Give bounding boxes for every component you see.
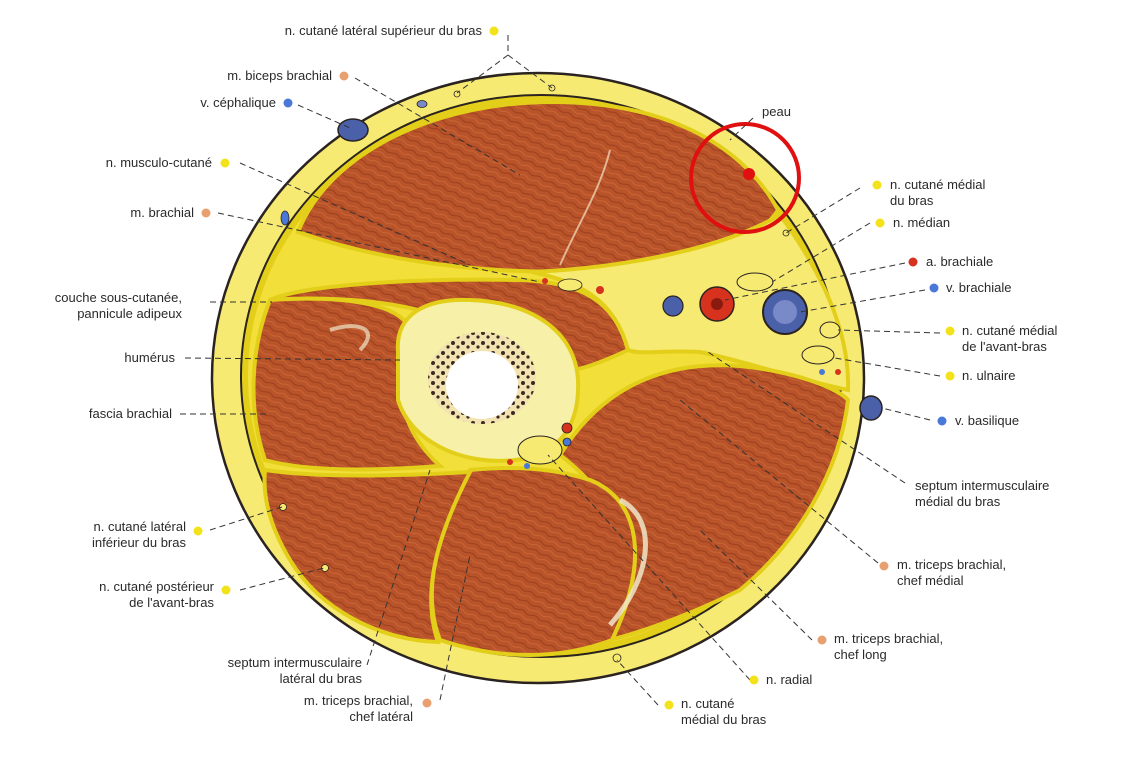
label-triceps-long-1: m. triceps brachial, bbox=[834, 631, 943, 646]
label-cutane-medial-bras-bas-1: n. cutané bbox=[681, 696, 735, 711]
label-radial: n. radial bbox=[766, 672, 812, 687]
triceps-lateral-head bbox=[262, 467, 474, 645]
medial-cutaneous-forearm-nerve bbox=[819, 321, 841, 339]
label-couche-sous-cutanee: couche sous-cutanée, bbox=[55, 290, 182, 305]
label-triceps-medial-2: chef médial bbox=[897, 573, 964, 588]
brachial-vein-small bbox=[662, 295, 684, 317]
label-musculo-cutane: n. musculo-cutané bbox=[106, 155, 212, 170]
label-septum-lateral-1: septum intermusculaire bbox=[228, 655, 362, 670]
highlight-circle bbox=[689, 122, 801, 234]
label-triceps-lateral-2: chef latéral bbox=[349, 709, 413, 724]
cephalic-vein bbox=[337, 118, 369, 142]
label-cutane-medial-bras-bas-2: médial du bras bbox=[681, 712, 767, 727]
basilic-vein bbox=[859, 395, 883, 421]
median-nerve bbox=[736, 272, 774, 292]
ulnar-nerve bbox=[801, 345, 835, 365]
label-septum-lateral-2: latéral du bras bbox=[280, 671, 363, 686]
triceps-long-head bbox=[429, 466, 638, 657]
label-septum-medial-2: médial du bras bbox=[915, 494, 1001, 509]
highlight-dot bbox=[743, 168, 755, 180]
label-v-brachiale: v. brachiale bbox=[946, 280, 1012, 295]
label-cutane-posterieur-2: de l'avant-bras bbox=[129, 595, 214, 610]
humerus-marrow bbox=[446, 351, 518, 419]
label-humerus: humérus bbox=[124, 350, 175, 365]
label-cutane-lateral-superieur: n. cutané latéral supérieur du bras bbox=[285, 23, 483, 38]
label-triceps-long-2: chef long bbox=[834, 647, 887, 662]
label-triceps-lateral-1: m. triceps brachial, bbox=[304, 693, 413, 708]
radial-nerve-bundle bbox=[517, 435, 563, 465]
label-brachial-muscle: m. brachial bbox=[130, 205, 194, 220]
label-pannicule-adipeux: pannicule adipeux bbox=[77, 306, 182, 321]
label-biceps: m. biceps brachial bbox=[227, 68, 332, 83]
label-cutane-lateral-inferieur-2: inférieur du bras bbox=[92, 535, 186, 550]
label-basilique: v. basilique bbox=[955, 413, 1019, 428]
label-cutane-medial-bras-2: du bras bbox=[890, 193, 934, 208]
label-cutane-medial-avant-bras-1: n. cutané médial bbox=[962, 323, 1058, 338]
label-fascia-brachial: fascia brachial bbox=[89, 406, 172, 421]
label-cutane-lateral-inferieur-1: n. cutané latéral bbox=[93, 519, 186, 534]
label-cutane-medial-bras-1: n. cutané médial bbox=[890, 177, 986, 192]
label-a-brachiale: a. brachiale bbox=[926, 254, 993, 269]
label-peau: peau bbox=[762, 104, 791, 119]
label-cephalique: v. céphalique bbox=[200, 95, 276, 110]
label-ulnaire: n. ulnaire bbox=[962, 368, 1015, 383]
label-dots bbox=[193, 26, 955, 710]
leader-lines bbox=[180, 35, 941, 706]
label-septum-medial-1: septum intermusculaire bbox=[915, 478, 1049, 493]
label-triceps-medial-1: m. triceps brachial, bbox=[897, 557, 1006, 572]
label-cutane-medial-avant-bras-2: de l'avant-bras bbox=[962, 339, 1047, 354]
neurovascular-fat bbox=[531, 212, 851, 393]
label-median: n. médian bbox=[893, 215, 950, 230]
label-cutane-posterieur-1: n. cutané postérieur bbox=[99, 579, 215, 594]
biceps-muscle bbox=[295, 99, 781, 274]
